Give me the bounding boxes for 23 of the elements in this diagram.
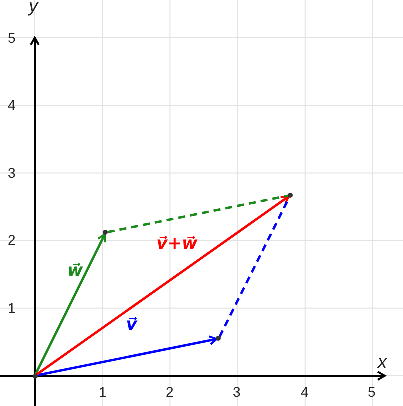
tick-label: 3 <box>233 384 241 400</box>
dashed-line <box>108 194 289 234</box>
vector-tip <box>288 193 294 198</box>
axis-label: y <box>29 0 38 14</box>
vector-label: w⃗ <box>67 260 84 282</box>
vector-arrow <box>34 233 107 375</box>
vector-arrow <box>36 196 290 376</box>
vector-label: v⃗+w⃗ <box>156 233 198 256</box>
tick-label: 5 <box>368 384 376 400</box>
vector-label: v⃗ <box>126 314 138 336</box>
vector-arrow <box>36 336 218 377</box>
tick-label: 1 <box>8 300 16 316</box>
vector-tip <box>103 230 108 236</box>
tick-label: 2 <box>166 384 174 400</box>
vector-tip <box>32 374 38 378</box>
vector-tip <box>216 336 222 342</box>
tick-label: 5 <box>8 30 16 46</box>
tick-label: 2 <box>8 232 16 248</box>
axis-label: x <box>378 354 387 370</box>
tick-label: 1 <box>99 384 107 400</box>
tick-label: 4 <box>8 97 16 113</box>
tick-label: 3 <box>8 165 16 181</box>
tick-label: 4 <box>301 384 309 400</box>
